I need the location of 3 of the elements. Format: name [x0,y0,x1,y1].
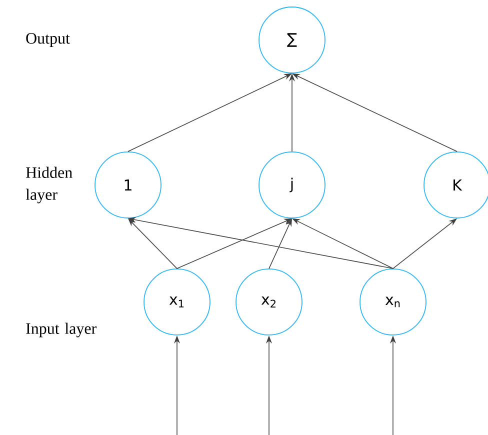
layer-label: Hidden layer [26,166,72,204]
layer-label: Input layer [26,322,96,338]
layer-label: Output [26,33,70,47]
